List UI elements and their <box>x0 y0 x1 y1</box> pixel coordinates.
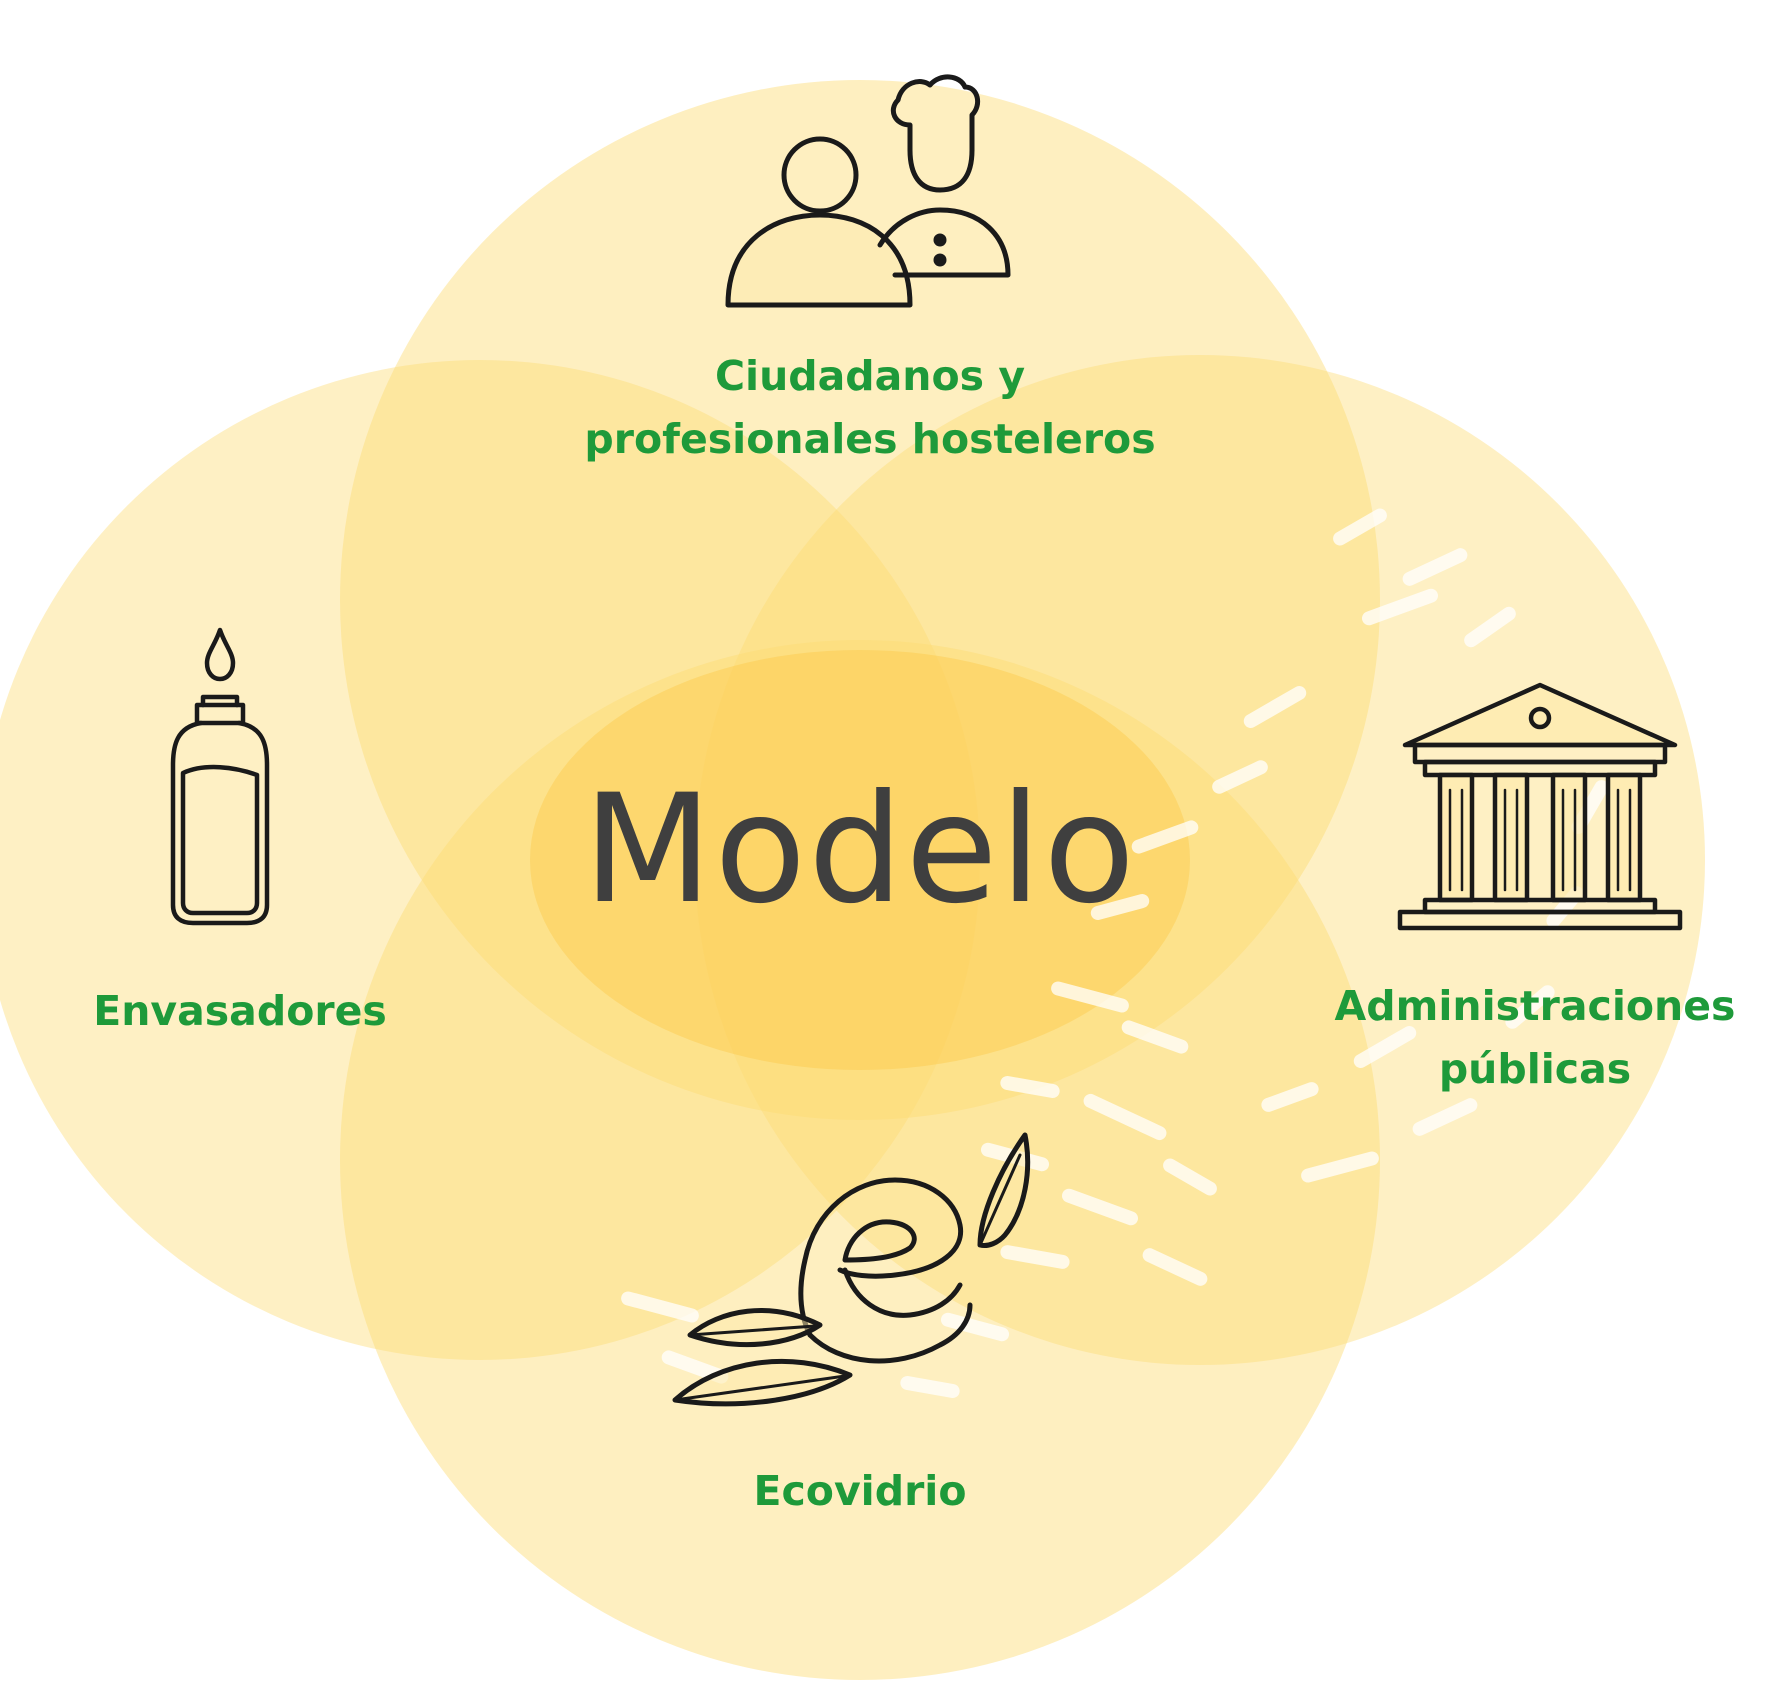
ecovidrio-leaf-logo-icon <box>672 1130 1080 1430</box>
center-overlap <box>530 650 1190 1070</box>
people-chef-icon <box>720 65 1020 315</box>
actor-label-administraciones-line2: públicas <box>1438 1045 1632 1093</box>
center-label-modelo: Modelo <box>582 763 1138 937</box>
actor-label-administraciones-line1: Administraciones <box>1334 982 1736 1030</box>
circle-group <box>0 80 1705 1680</box>
actor-label-ciudadanos-line1: Ciudadanos y <box>714 352 1026 400</box>
actor-label-ciudadanos-line2: profesionales hosteleros <box>584 415 1156 463</box>
actor-label-envasadores-line1: Envasadores <box>93 987 387 1035</box>
government-building-icon <box>1395 680 1685 935</box>
actor-label-envasadores: Envasadores <box>40 980 440 1043</box>
brush-strokes <box>621 508 1609 1398</box>
actor-label-ecovidrio: Ecovidrio <box>660 1460 1060 1523</box>
actor-label-administraciones: Administraciones públicas <box>1310 975 1760 1101</box>
circle-envasadores <box>0 360 980 1360</box>
circle-ciudadanos <box>340 80 1380 1120</box>
actor-label-ciudadanos: Ciudadanos y profesionales hosteleros <box>560 345 1180 471</box>
actor-label-ecovidrio-line1: Ecovidrio <box>753 1467 967 1515</box>
bottle-icon <box>165 625 275 930</box>
